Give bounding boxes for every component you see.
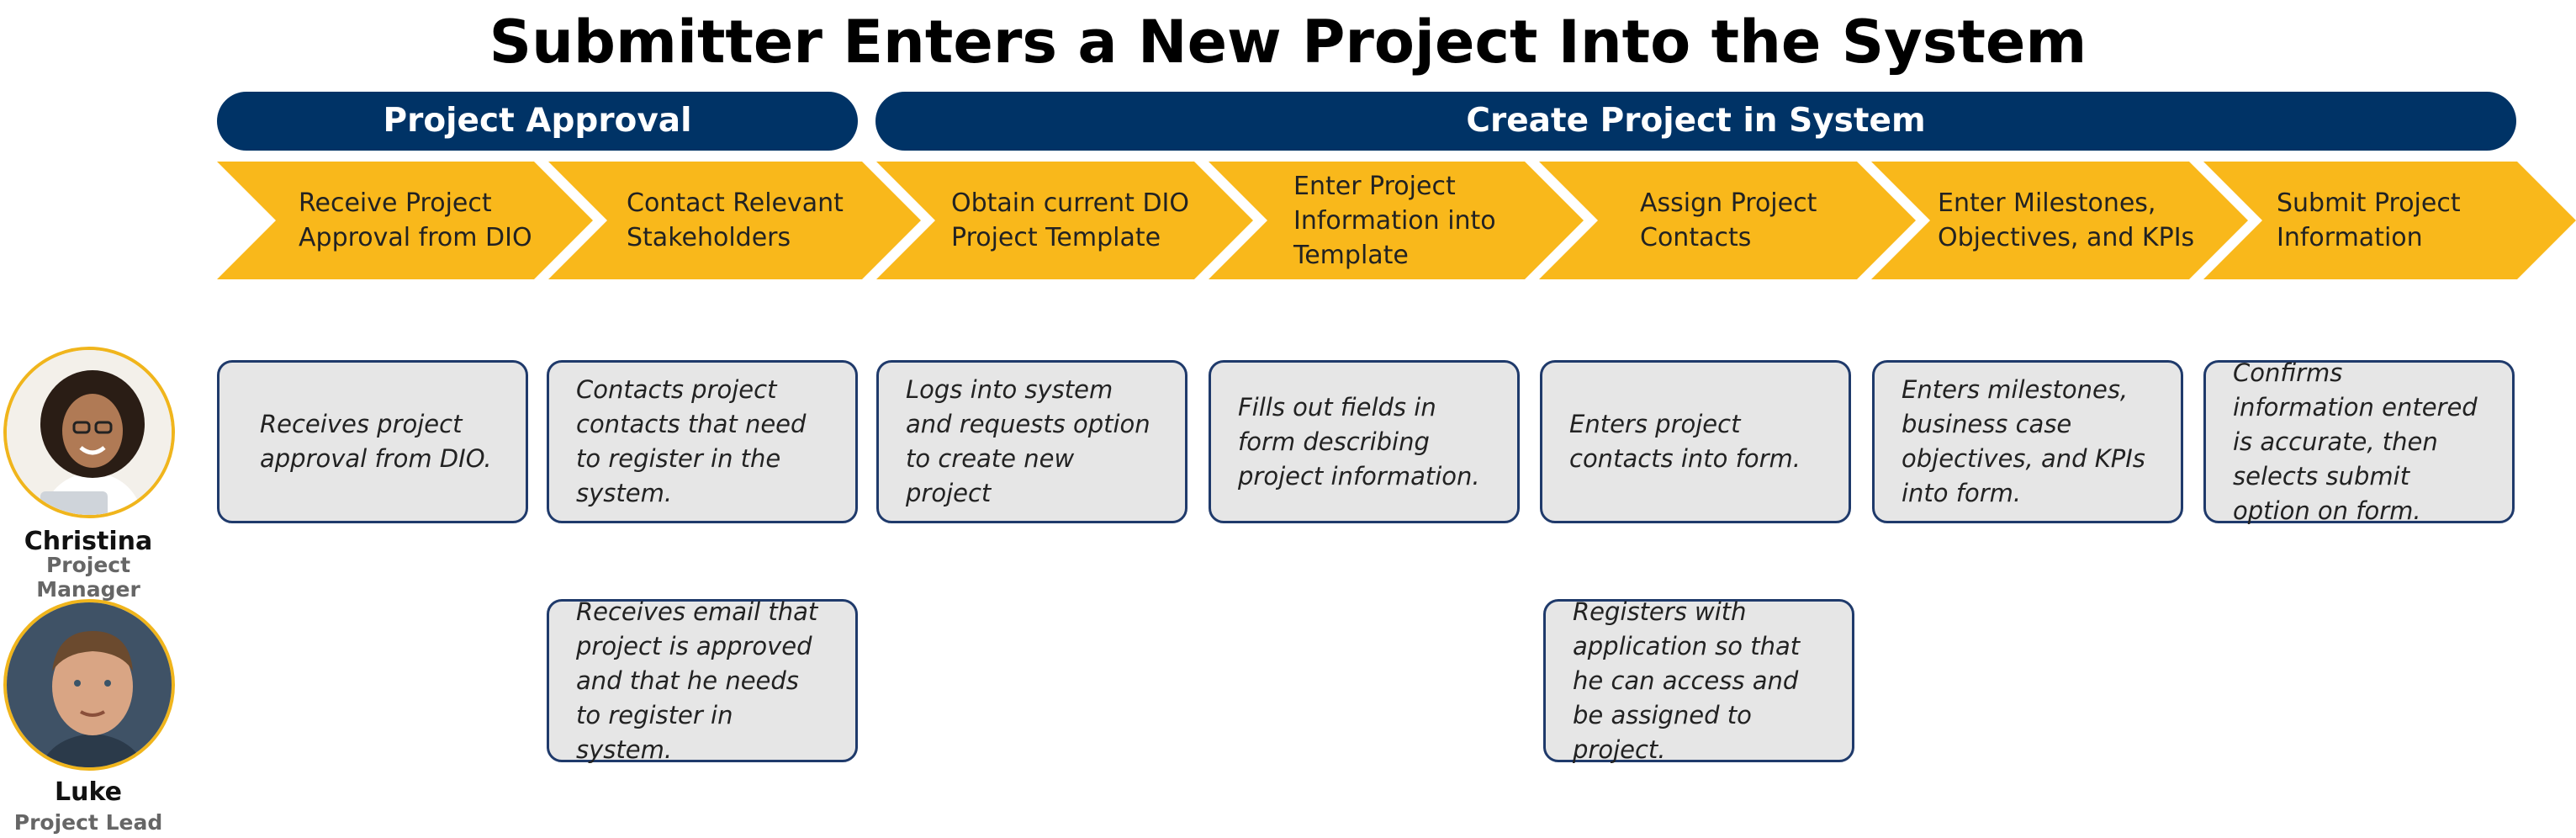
step-label-5: Assign Project Contacts [1640, 188, 1817, 252]
chevron-step-6 [1871, 162, 2248, 279]
step-label-6: Enter Milestones, Objectives, and KPIs [1938, 188, 2195, 252]
action-card-christina-2: Contacts project contacts that need to r… [547, 360, 858, 523]
action-card-christina-6: Enters milestones, business case objecti… [1872, 360, 2183, 523]
step-label-1: Receive Project Approval from DIO [299, 188, 532, 252]
persona-role-christina: Project Manager [36, 553, 140, 602]
action-card-christina-3: Logs into system and requests option to … [876, 360, 1187, 523]
step-label-4: Enter Project Information into Template [1293, 171, 1496, 270]
action-text: Receives project approval from DIO. [260, 410, 492, 473]
chevron-step-1 [217, 162, 593, 279]
chevron-step-4 [1209, 162, 1584, 279]
action-card-luke-1: Receives email that project is approved … [547, 597, 858, 764]
phase-project-approval: Project Approval [217, 92, 858, 151]
action-text: Enters project contacts into form. [1569, 410, 1801, 473]
step-label-2: Contact Relevant Stakeholders [627, 188, 844, 252]
action-card-luke-2: Registers with application so that he ca… [1543, 597, 1854, 764]
action-card-christina-5: Enters project contacts into form. [1540, 360, 1851, 523]
action-text: Registers with application so that he ca… [1573, 597, 1801, 764]
chevron-step-3 [876, 162, 1253, 279]
chevron-step-2 [548, 162, 921, 279]
christina-portrait-icon [7, 350, 172, 515]
persona-name-luke: Luke [55, 777, 122, 807]
luke-portrait-icon [7, 602, 172, 767]
action-text: Fills out fields in form describing proj… [1238, 392, 1480, 491]
action-text: Logs into system and requests option to … [906, 375, 1150, 507]
action-text: Confirms information entered is accurate… [2233, 358, 2478, 525]
action-card-christina-7: Confirms information entered is accurate… [2203, 358, 2515, 525]
avatar-luke [3, 599, 175, 771]
diagram-title: Submitter Enters a New Project Into the … [489, 8, 2087, 77]
action-card-christina-1: Receives project approval from DIO. [217, 360, 528, 523]
action-text: Enters milestones, business case objecti… [1902, 375, 2145, 507]
action-text: Receives email that project is approved … [576, 597, 818, 764]
phase-create-project: Create Project in System [875, 92, 2516, 151]
persona-name-christina: Christina [24, 527, 153, 556]
action-card-christina-4: Fills out fields in form describing proj… [1209, 360, 1520, 523]
chevron-step-5 [1539, 162, 1916, 279]
avatar-christina [3, 347, 175, 518]
action-text: Contacts project contacts that need to r… [576, 375, 807, 507]
persona-role-luke: Project Lead [13, 810, 163, 835]
step-label-7: Submit Project Information [2277, 188, 2461, 252]
step-label-3: Obtain current DIO Project Template [951, 188, 1190, 252]
chevron-step-7 [2203, 162, 2576, 279]
